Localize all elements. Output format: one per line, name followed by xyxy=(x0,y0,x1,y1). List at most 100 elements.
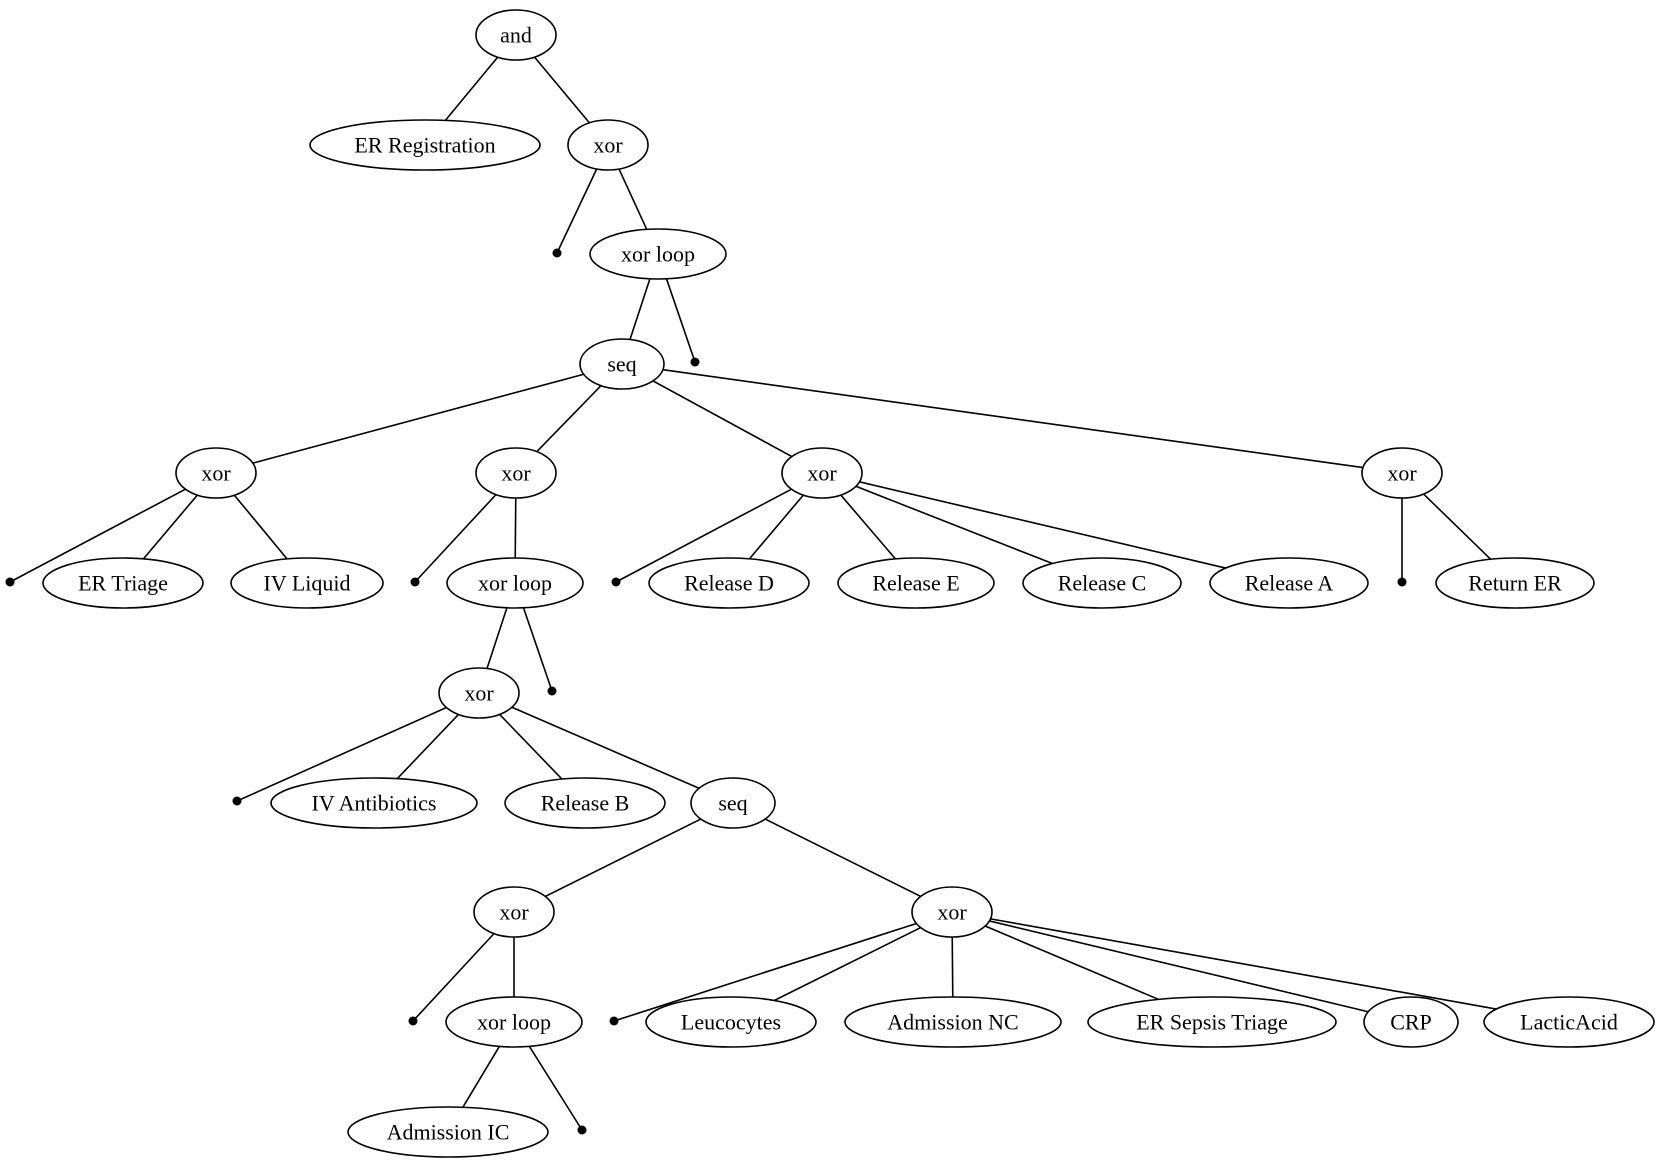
edge-n_seq1-n_xorA xyxy=(252,373,584,464)
node-label: IV Antibiotics xyxy=(312,791,437,816)
tau-node xyxy=(690,357,700,367)
edge-n_xorB-n_loop2 xyxy=(514,497,517,559)
edge-n_xorF-n_leuco xyxy=(773,926,922,1002)
node-label: and xyxy=(500,23,532,48)
tau-dot xyxy=(547,686,557,696)
edge-n_xor_inner-n_iv_anti xyxy=(396,713,460,780)
node-ellipse xyxy=(645,996,817,1048)
node-ellipse xyxy=(475,9,557,61)
node-ellipse xyxy=(1087,996,1337,1048)
node-ellipse xyxy=(781,447,863,499)
tau-dot xyxy=(552,248,562,258)
tree-node: seq xyxy=(579,338,665,390)
node-label: seq xyxy=(607,352,636,377)
tree-node: Leucocytes xyxy=(645,996,817,1048)
tree-node: xor xyxy=(473,886,555,938)
node-ellipse xyxy=(270,777,478,829)
node-label: Admission IC xyxy=(387,1120,510,1145)
node-ellipse xyxy=(347,1106,549,1158)
node-ellipse xyxy=(475,447,557,499)
tree-node: Admission NC xyxy=(844,996,1062,1048)
node-label: CRP xyxy=(1390,1010,1432,1035)
edge-n_xorC-tC xyxy=(615,488,792,583)
node-ellipse xyxy=(446,557,584,609)
edge-n_xorF-n_sepsis xyxy=(984,925,1159,1001)
tau-dot xyxy=(232,796,242,806)
tree-node: xor loop xyxy=(446,557,584,609)
edge-n_xor_inner-n_rel_b xyxy=(499,713,563,780)
node-ellipse xyxy=(1361,447,1443,499)
node-label: LacticAcid xyxy=(1520,1010,1618,1035)
node-ellipse xyxy=(438,667,520,719)
tau-dot xyxy=(1397,577,1407,587)
node-ellipse xyxy=(579,338,665,390)
edges-layer xyxy=(9,56,1497,1131)
edge-n_xorC-n_rel_e xyxy=(840,494,897,560)
node-ellipse xyxy=(911,886,993,938)
tau-dot xyxy=(408,1016,418,1026)
edge-n_loop2-tL2 xyxy=(522,607,553,692)
tau-dot xyxy=(5,577,15,587)
tree-node: xor xyxy=(567,119,649,171)
tau-node xyxy=(547,686,557,696)
tau-dot xyxy=(611,577,621,587)
edge-n_xorB-tB xyxy=(414,494,497,583)
tau-node xyxy=(410,577,420,587)
edge-n_loop3-tL3 xyxy=(528,1045,583,1131)
node-label: Release E xyxy=(872,571,959,596)
tree-node: Release D xyxy=(648,557,810,609)
node-ellipse xyxy=(589,228,727,280)
node-ellipse xyxy=(42,557,204,609)
tree-node: IV Antibiotics xyxy=(270,777,478,829)
tree-node: and xyxy=(475,9,557,61)
edge-n_xorC-n_rel_a xyxy=(859,481,1226,569)
tree-node: CRP xyxy=(1363,996,1459,1048)
node-ellipse xyxy=(445,996,583,1048)
node-ellipse xyxy=(844,996,1062,1048)
edge-n_xorF-n_crp xyxy=(989,920,1369,1013)
node-label: xor loop xyxy=(477,1010,551,1035)
node-label: xor xyxy=(201,461,231,486)
tau-node xyxy=(577,1125,587,1135)
node-label: xor xyxy=(807,461,837,486)
node-ellipse xyxy=(1209,557,1369,609)
tau-node xyxy=(609,1016,619,1026)
tree-node: Release A xyxy=(1209,557,1369,609)
edge-n_loop1-t2 xyxy=(665,278,696,363)
edge-n_and-n_er_reg xyxy=(444,56,499,121)
node-ellipse xyxy=(567,119,649,171)
edge-n_xorC-n_rel_c xyxy=(855,485,1053,565)
tau-node xyxy=(5,577,15,587)
tau-dot xyxy=(609,1016,619,1026)
node-ellipse xyxy=(1022,557,1182,609)
tree-node: xor xyxy=(1361,447,1443,499)
edge-n_xorD-n_return_er xyxy=(1423,493,1492,560)
node-label: Release D xyxy=(684,571,774,596)
edge-n_xorA-n_er_triage xyxy=(142,494,198,560)
node-label: Leucocytes xyxy=(681,1010,781,1035)
edge-n_loop1-n_seq1 xyxy=(629,278,651,340)
edge-n_xorF-n_adm_nc xyxy=(951,936,954,998)
node-label: seq xyxy=(718,791,747,816)
tree-node: IV Liquid xyxy=(230,557,384,609)
tree-node: LacticAcid xyxy=(1483,996,1655,1048)
node-ellipse xyxy=(837,557,995,609)
edge-n_xorE-tE xyxy=(412,933,495,1022)
edge-n_xorA-n_iv_liquid xyxy=(233,494,288,560)
node-ellipse xyxy=(175,447,257,499)
tree-node: Release E xyxy=(837,557,995,609)
node-label: xor xyxy=(937,900,967,925)
edge-n_xorF-tF xyxy=(613,922,917,1022)
node-label: Admission NC xyxy=(887,1010,1018,1035)
tau-node xyxy=(408,1016,418,1026)
node-label: Return ER xyxy=(1468,571,1562,596)
tree-node: xor xyxy=(911,886,993,938)
tree-node: ER Triage xyxy=(42,557,204,609)
tree-node: ER Sepsis Triage xyxy=(1087,996,1337,1048)
tree-node: Admission IC xyxy=(347,1106,549,1158)
node-ellipse xyxy=(504,777,666,829)
tree-node: xor xyxy=(438,667,520,719)
edge-n_seq2-n_xorF xyxy=(764,818,922,898)
node-ellipse xyxy=(648,557,810,609)
